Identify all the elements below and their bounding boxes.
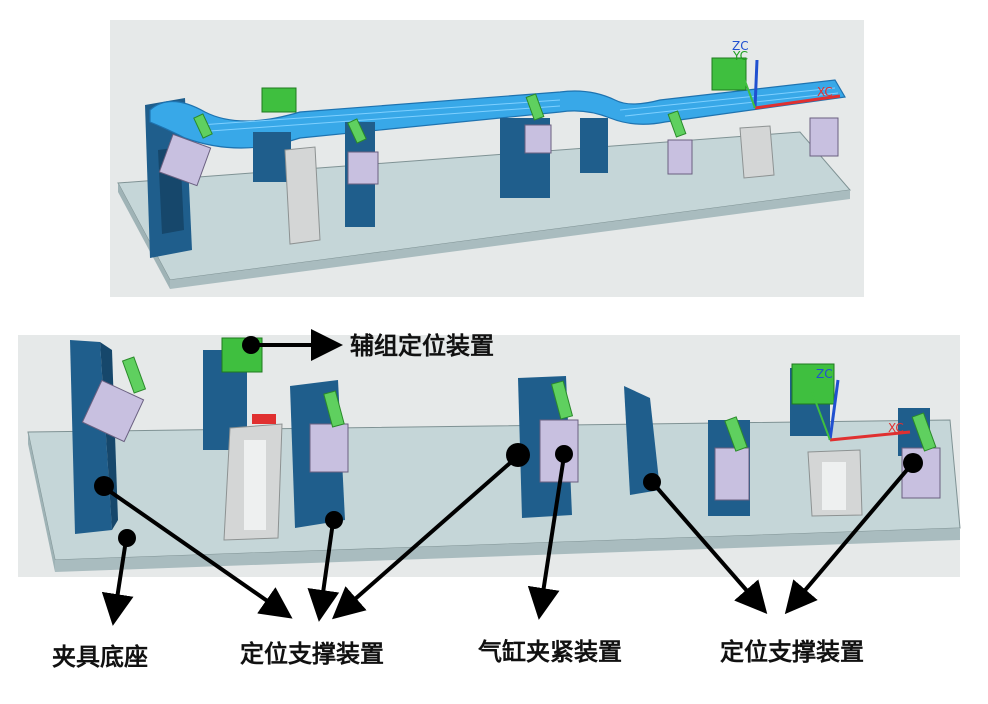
callout-arrows: [101, 329, 914, 626]
dot-support-left-3: [506, 443, 530, 467]
bottom-cylinders: [81, 379, 941, 501]
bottom-axis-z-label: ZC: [816, 367, 833, 381]
label-aux-positioning: 辅组定位装置: [350, 332, 494, 360]
arrow-support-right-2: [784, 462, 914, 615]
dot-support-right-2: [903, 453, 923, 473]
top-view: [110, 20, 864, 297]
dot-fixture-base: [118, 529, 136, 547]
arrow-cylinder-clamp: [527, 455, 566, 620]
top-axis-y-label: YC: [732, 49, 748, 63]
top-green-clamps: [193, 57, 747, 144]
top-axis-triad: [737, 59, 841, 110]
callout-dots: [94, 336, 923, 547]
label-fixture-base: 夹具底座: [52, 643, 148, 671]
top-workpiece: [149, 79, 846, 149]
arrow-support-left-3: [331, 454, 520, 620]
label-cylinder-clamp: 气缸夹紧装置: [478, 638, 622, 666]
top-axis-z-label: ZC: [732, 39, 749, 53]
arrow-support-left-1: [103, 486, 293, 619]
top-gray-brackets: [284, 125, 775, 245]
bottom-axis-x-label: XC: [888, 421, 904, 435]
dot-cylinder-clamp: [555, 445, 573, 463]
label-support-left: 定位支撑装置: [240, 640, 384, 668]
arrow-fixture-base: [101, 539, 134, 626]
arrow-support-right-1: [650, 480, 768, 615]
dot-support-right-1: [643, 473, 661, 491]
bottom-axis-triad: [811, 379, 911, 442]
label-support-right: 定位支撑装置: [720, 638, 864, 666]
top-axis-x-label: XC: [817, 85, 833, 99]
dot-aux-positioning: [242, 336, 260, 354]
dot-support-left-2: [325, 511, 343, 529]
arrow-support-left-2: [307, 521, 340, 622]
dot-support-left-1: [94, 476, 114, 496]
top-cylinders: [158, 117, 839, 187]
bottom-gray-brackets: [223, 414, 863, 541]
